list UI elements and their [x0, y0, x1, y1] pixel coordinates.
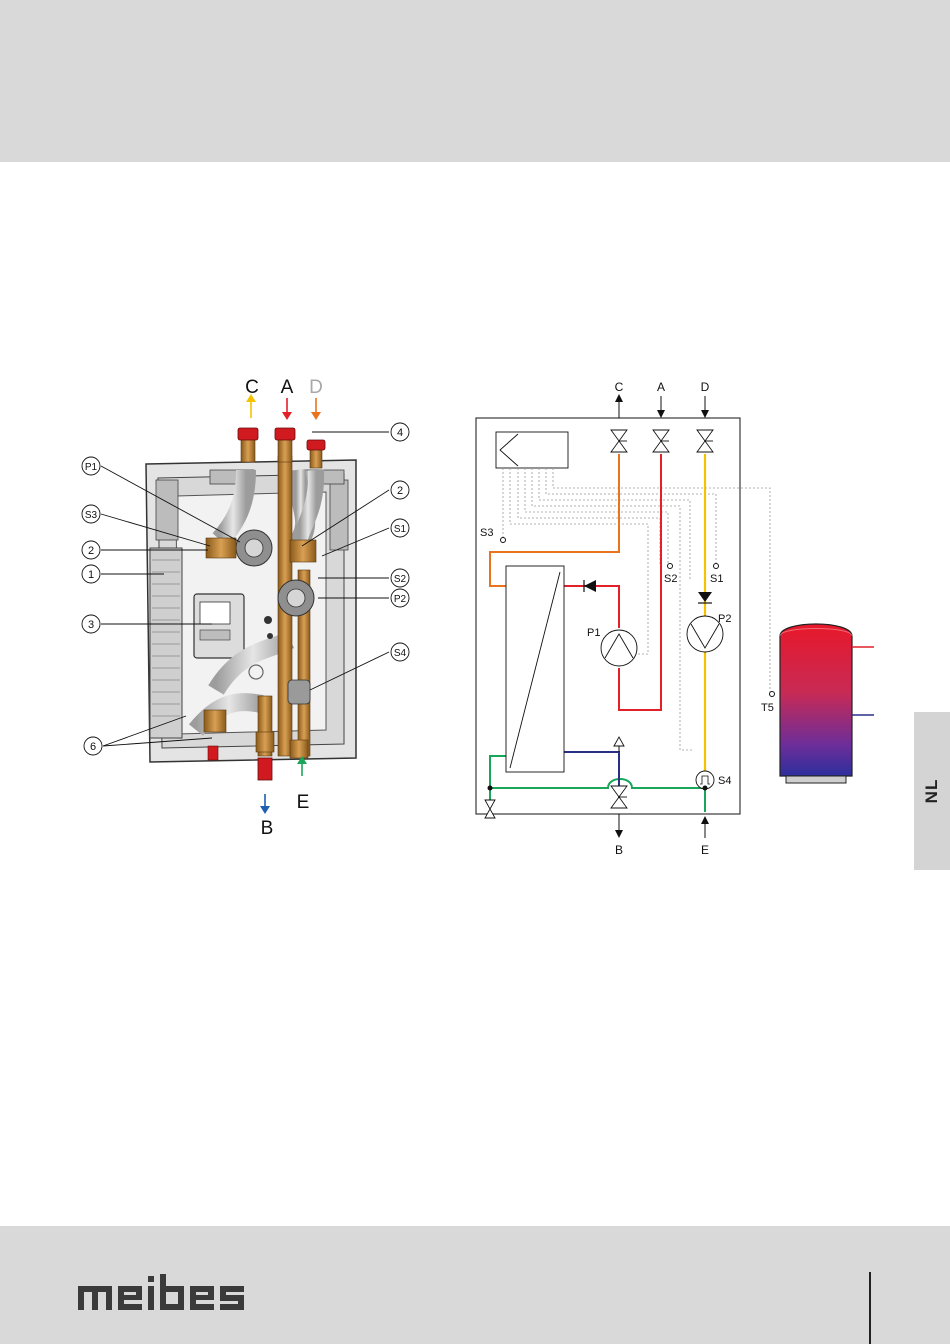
callout-2-left: 2: [82, 541, 100, 559]
callout-s3: S3: [82, 505, 100, 523]
callout-1-text: 1: [88, 569, 94, 581]
storage-tank: [780, 624, 874, 783]
schem-label-a: A: [657, 380, 665, 394]
schem-label-s3: S3: [480, 527, 493, 539]
schem-label-s4: S4: [718, 775, 731, 787]
schem-label-s1: S1: [710, 573, 723, 585]
callout-6-text: 6: [90, 741, 96, 753]
callout-p1-text: P1: [85, 462, 98, 473]
callout-4-text: 4: [397, 427, 403, 439]
photo-label-c: C: [245, 377, 259, 398]
schem-label-t5: T5: [761, 702, 774, 714]
photo-label-d: D: [309, 377, 323, 398]
language-tab[interactable]: NL: [914, 712, 950, 870]
photo-label-b: B: [261, 818, 274, 839]
schem-label-d: D: [701, 380, 710, 394]
callout-s3-text: S3: [85, 510, 98, 521]
photo-label-a: A: [281, 377, 294, 398]
callout-3: 3: [82, 615, 100, 633]
callout-s1-text: S1: [394, 524, 407, 535]
callout-p2: P2: [391, 589, 409, 607]
callout-3-text: 3: [88, 619, 94, 631]
language-tab-label: NL: [922, 779, 942, 804]
schem-label-p1: P1: [587, 627, 600, 639]
schem-label-b: B: [615, 843, 623, 857]
photo-label-e: E: [297, 792, 310, 813]
callout-s2: S2: [391, 569, 409, 587]
callout-p1: P1: [82, 457, 100, 475]
callout-s4-text: S4: [394, 648, 407, 659]
callout-s2-text: S2: [394, 574, 407, 585]
callout-2-right: 2: [391, 481, 409, 499]
meibes-logo: meibes: [76, 1272, 258, 1314]
callout-s1: S1: [391, 519, 409, 537]
callout-2-right-text: 2: [397, 485, 403, 497]
product-illustration: [146, 428, 356, 780]
callout-6: 6: [84, 737, 102, 755]
callout-p2-text: P2: [394, 594, 407, 605]
schem-label-c: C: [615, 380, 624, 394]
callout-s4: S4: [391, 643, 409, 661]
schem-label-s2: S2: [664, 573, 677, 585]
footer-divider: [869, 1272, 871, 1344]
callout-2-left-text: 2: [88, 545, 94, 557]
schem-label-p2: P2: [718, 613, 731, 625]
callout-4: 4: [391, 423, 409, 441]
schem-label-e: E: [701, 843, 709, 857]
callout-1: 1: [82, 565, 100, 583]
